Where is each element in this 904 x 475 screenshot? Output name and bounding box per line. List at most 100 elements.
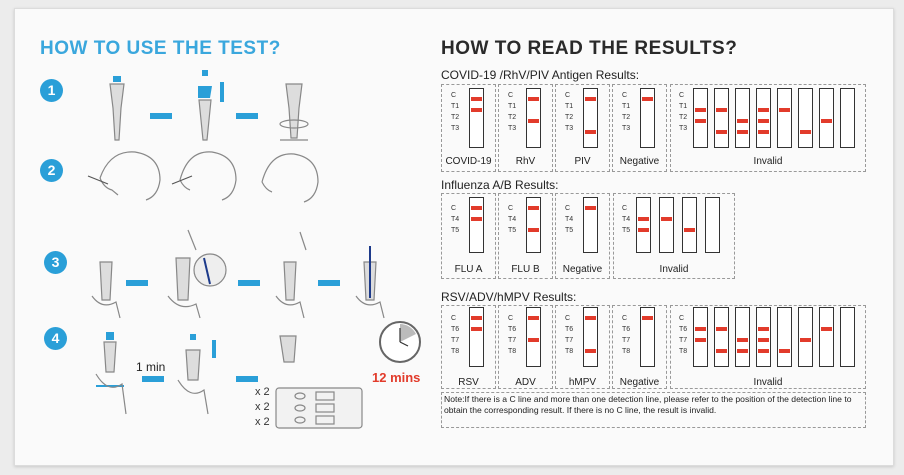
invalid-strip: [682, 197, 697, 253]
result-line: [695, 327, 706, 331]
invalid-strip: [693, 307, 708, 367]
line-position-label: T2: [508, 114, 517, 121]
step-1-badge: 1: [40, 79, 63, 102]
result-line: [528, 228, 539, 232]
result-line: [695, 119, 706, 123]
result-line: [528, 119, 539, 123]
line-position-label: T8: [451, 348, 460, 355]
line-position-label: C: [508, 315, 514, 322]
invalid-strip: [756, 88, 771, 148]
test-strip: [583, 197, 598, 253]
result-line: [585, 206, 596, 210]
result-line: [528, 316, 539, 320]
invalid-strip: [777, 307, 792, 367]
step-3-badge: 3: [44, 251, 67, 274]
test-strip: [583, 88, 598, 148]
wait-time-label: 1 min: [136, 360, 166, 374]
result-cell: [498, 84, 553, 172]
arrow-icon: [318, 280, 340, 286]
invalid-cell: [670, 305, 866, 389]
flu-section-heading: Influenza A/B Results:: [441, 178, 559, 192]
result-cell: [612, 305, 667, 389]
total-time-label: 12 mins: [372, 370, 421, 385]
line-position-label: T5: [622, 227, 631, 234]
test-strip: [583, 307, 598, 367]
result-line: [758, 327, 769, 331]
line-position-label: T2: [622, 114, 631, 121]
line-position-label: T2: [451, 114, 460, 121]
note-box: [441, 392, 866, 428]
result-cell: [555, 84, 610, 172]
result-label: Negative: [619, 377, 660, 388]
result-cell: [555, 193, 610, 279]
arrow-icon: [126, 280, 148, 286]
invalid-strip: [714, 88, 729, 148]
invalid-strip: [735, 307, 750, 367]
result-label: FLU A: [454, 264, 483, 275]
result-cell: [498, 305, 553, 389]
result-line: [585, 130, 596, 134]
how-to-read-title: HOW TO READ THE RESULTS?: [441, 38, 738, 59]
line-position-label: T6: [622, 326, 631, 333]
line-position-label: C: [565, 205, 571, 212]
line-position-label: T5: [451, 227, 460, 234]
invalid-strip: [798, 88, 813, 148]
line-position-label: T8: [508, 348, 517, 355]
arrow-icon: [150, 113, 172, 119]
result-line: [758, 119, 769, 123]
result-line: [585, 349, 596, 353]
procedure-illustrations: [87, 70, 421, 429]
invalid-strip: [756, 307, 771, 367]
result-label: PIV: [574, 156, 591, 167]
result-label: FLU B: [511, 264, 540, 275]
step-2-badge: 2: [40, 159, 63, 182]
line-position-label: T1: [679, 103, 688, 110]
invalid-strip: [705, 197, 720, 253]
arrow-icon: [236, 113, 258, 119]
line-position-label: T3: [451, 125, 460, 132]
rsv-section-heading: RSV/ADV/hMPV Results:: [441, 290, 577, 304]
result-line: [695, 108, 706, 112]
line-position-label: C: [622, 205, 628, 212]
line-position-label: T6: [565, 326, 574, 333]
result-label: Negative: [562, 264, 603, 275]
result-line: [758, 338, 769, 342]
result-line: [737, 130, 748, 134]
invalid-strip: [735, 88, 750, 148]
line-position-label: C: [679, 315, 685, 322]
result-line: [800, 130, 811, 134]
result-cell: [441, 305, 496, 389]
line-position-label: C: [622, 315, 628, 322]
tube-cap-icon: [198, 70, 224, 141]
test-strip: [526, 307, 541, 367]
step-4-badge: 4: [44, 327, 67, 350]
line-position-label: T7: [451, 337, 460, 344]
multiplier-label: x 2: [255, 416, 270, 428]
result-line: [642, 316, 653, 320]
line-position-label: T4: [565, 216, 574, 223]
invalid-strip: [840, 88, 855, 148]
result-line: [800, 338, 811, 342]
result-line: [528, 206, 539, 210]
result-cell: [555, 305, 610, 389]
test-strip: [640, 307, 655, 367]
result-line: [716, 327, 727, 331]
line-position-label: T8: [679, 348, 688, 355]
line-position-label: T1: [622, 103, 631, 110]
result-line: [638, 228, 649, 232]
hand-tube-icon: [355, 246, 385, 319]
line-position-label: T6: [508, 326, 517, 333]
invalid-strip: [798, 307, 813, 367]
arrow-icon: [142, 376, 164, 382]
line-position-label: T8: [565, 348, 574, 355]
arrow-icon: [238, 280, 260, 286]
result-line: [528, 97, 539, 101]
invalid-strip: [819, 88, 834, 148]
result-line: [471, 108, 482, 112]
line-position-label: T6: [451, 326, 460, 333]
line-position-label: T7: [508, 337, 517, 344]
result-line: [758, 108, 769, 112]
head-swab-icon: [87, 151, 161, 201]
line-position-label: C: [622, 92, 628, 99]
line-position-label: T3: [622, 125, 631, 132]
